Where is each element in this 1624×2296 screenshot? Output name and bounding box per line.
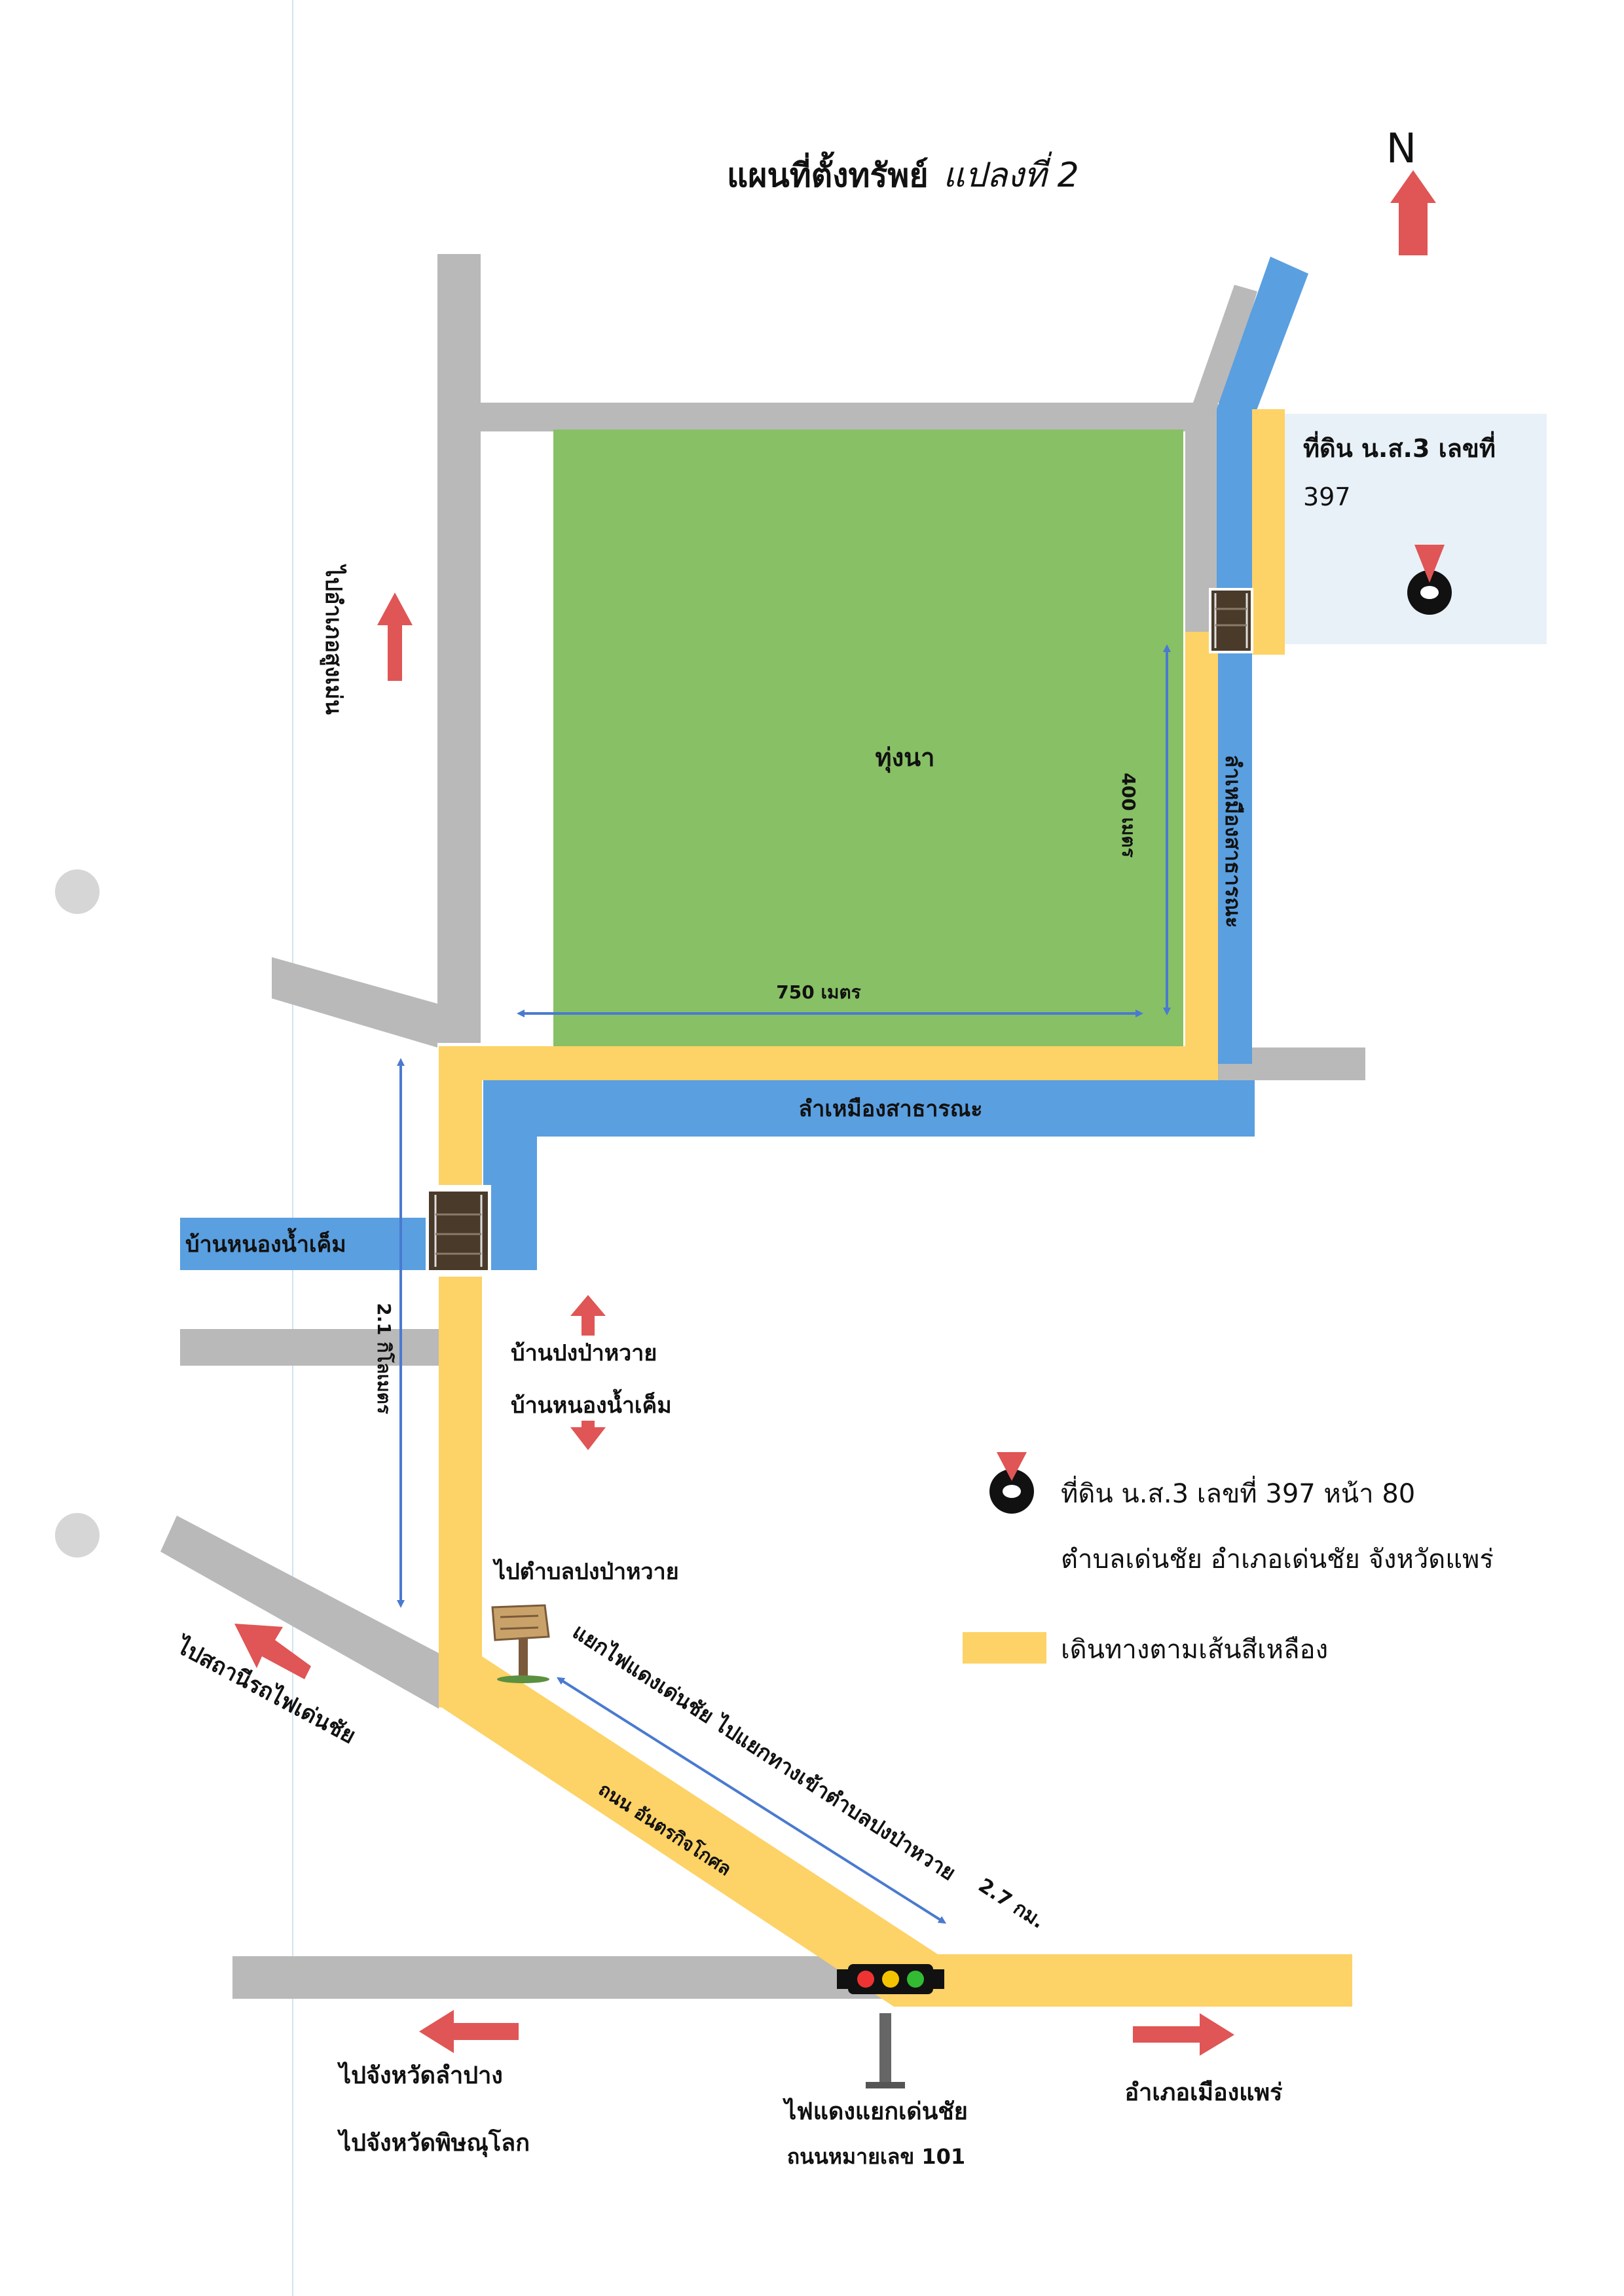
legend-marker-line1: ที่ดิน น.ส.3 เลขที่ 397 หน้า 80 [1061,1476,1415,1509]
to-phitsanulok-label: ไปจังหวัดพิษณุโลก [337,2128,530,2158]
canal-east [1217,409,1252,1064]
legend-marker-icon [989,1452,1034,1514]
dim-diag-label: 2.7 กม. [974,1874,1049,1933]
up-arrow-icon [570,1295,606,1336]
road-north [481,403,1191,431]
route-east-segment [1185,632,1218,1077]
dim-diag-line [556,1677,947,1924]
bridge-icon [1209,588,1253,653]
canal-horizontal-label: ลำเหมืองสาธารณะ [798,1096,982,1122]
signpost-icon [491,1604,550,1683]
canal-northeast [1217,257,1308,422]
route-west-segment [439,1046,482,1707]
road-west-vertical [437,254,481,1043]
legend [963,1452,1046,1664]
punch-hole [55,869,100,914]
parcel-marker-icon [1407,545,1452,615]
field-label: ทุ่งนา [876,743,935,773]
road-to-station [160,1516,439,1709]
legend-yellow-label: เดินทางตามเส้นสีเหลือง [1061,1635,1328,1665]
north-arrow-icon [1390,170,1436,255]
dimension-lines [397,644,1171,1924]
highway-label: ถนนหมายเลข 101 [787,2144,965,2169]
road-east-diagonal [1193,285,1257,403]
ban-nong-nam-khem-label: บ้านหนองน้ำเค็ม [511,1389,672,1419]
to-mueang-phrae-label: อำเภอเมืองแพร่ [1125,2079,1283,2106]
to-lampang-label: ไปจังหวัดลำปาง [337,2061,503,2089]
route-parcel-access [1252,409,1285,655]
map-title: แผนที่ตั้งทรัพย์ [727,151,929,194]
parcel-label-line2: 397 [1303,483,1351,511]
to-sung-men-label: ไปอำเภอสูงเม่น [320,564,347,714]
road-west-branch [272,957,437,1048]
left-arrow-icon [419,2010,519,2053]
left-diagonal-arrow-icon [234,1624,311,1679]
traffic-light-icon [837,1964,944,2088]
map-title-handwritten: แปลงที่ 2 [943,151,1079,195]
down-arrow-icon [570,1421,606,1450]
yellow-route [439,409,1352,2007]
rice-field [553,429,1183,1046]
right-arrow-icon [1133,2013,1234,2056]
legend-yellow-swatch [963,1632,1046,1664]
route-diagonal-road [439,1656,1352,2007]
north-label: N [1386,124,1416,172]
dim-width-label: 750 เมตร [776,981,860,1003]
to-tambon-pong-pa-wai-label: ไปตำบลปงป่าหวาย [492,1558,679,1585]
dim-road-label: 2.1 กิโลเมตร [373,1303,396,1414]
up-arrow-icon [377,592,413,681]
dim-height-label: 400 เมตร [1118,773,1139,857]
ban-nong-nam-khem-left-label: บ้านหนองน้ำเค็ม [185,1228,346,1258]
road-west-mid [180,1329,439,1366]
route-south-segment [439,1046,1218,1080]
highway-101-west [232,1956,920,1999]
canal-south [483,1080,1255,1137]
canal-vertical-label: ลำเหมืองสาธารณะ [1221,755,1246,928]
ban-pong-pa-wai-label: บ้านปงป่าหวาย [511,1340,657,1366]
punch-hole [55,1513,100,1558]
bridge-icon [426,1185,491,1277]
direction-arrows [234,170,1436,2056]
traffic-light-label: ไฟแดงแยกเด่นชัย [782,2097,968,2125]
canals [180,257,1308,1270]
legend-marker-line2: ตำบลเด่นชัย อำเภอเด่นชัย จังหวัดแพร่ [1061,1544,1494,1575]
parcel-label-line1: ที่ดิน น.ส.3 เลขที่ [1303,431,1496,463]
